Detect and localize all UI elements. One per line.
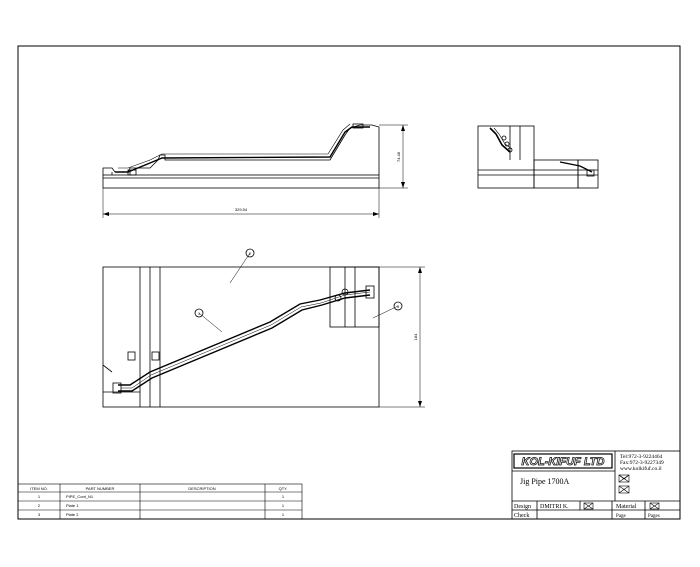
bom-row-item: 1 <box>38 494 41 499</box>
company-website: www.kolkifuf.co.il <box>620 465 662 472</box>
front-height-dimension: 74.48 <box>396 151 401 162</box>
design-label: Design <box>514 504 531 510</box>
balloon-label: 1 <box>198 311 201 316</box>
pages-label: Pages <box>648 514 660 519</box>
envelope-icon <box>618 485 630 494</box>
envelope-icon <box>583 502 594 510</box>
bom-row-item: 3 <box>38 512 41 517</box>
balloon-label: 3 <box>397 304 400 309</box>
bom-row-part: Plate 2 <box>66 512 79 517</box>
bom-row-qty: 1 <box>282 503 285 508</box>
check-label: Check <box>514 513 529 519</box>
envelope-icon <box>649 502 660 510</box>
bom-table <box>17 483 303 520</box>
bom-row-qty: 1 <box>282 494 285 499</box>
drawing-title: Jig Pipe 1700A <box>520 477 570 486</box>
bom-row-part: PIPE_Cont_N1 <box>66 494 94 499</box>
plan-height-dimension: 184 <box>413 333 418 340</box>
material-label: Material <box>616 504 637 510</box>
bom-header-description: DESCRIPTION <box>188 486 215 491</box>
front-view <box>102 123 408 218</box>
page-label: Page <box>616 514 627 519</box>
company-logo: KOL-KIFUF LTD <box>522 456 605 468</box>
bom-row-part: Plate 1 <box>66 503 79 508</box>
bom-header-item: ITEM NO. <box>30 486 48 491</box>
bom-header-part: PART NUMBER <box>86 486 115 491</box>
envelope-icon <box>618 474 630 483</box>
bom-header-qty: QTY. <box>279 486 288 491</box>
designer-name: DMITRI K. <box>540 504 569 510</box>
company-phone: Tel:972-3-9224464 <box>620 454 663 460</box>
balloon-label: 2 <box>249 251 252 256</box>
bom-row-qty: 1 <box>282 512 285 517</box>
front-width-dimension: 329.54 <box>235 207 248 212</box>
title-block <box>511 450 681 520</box>
side-view <box>477 125 599 189</box>
bom-row-item: 2 <box>38 503 41 508</box>
sheet-border <box>17 45 681 520</box>
company-fax: Fax:972-3-9227349 <box>620 460 664 466</box>
plan-view <box>102 248 425 408</box>
